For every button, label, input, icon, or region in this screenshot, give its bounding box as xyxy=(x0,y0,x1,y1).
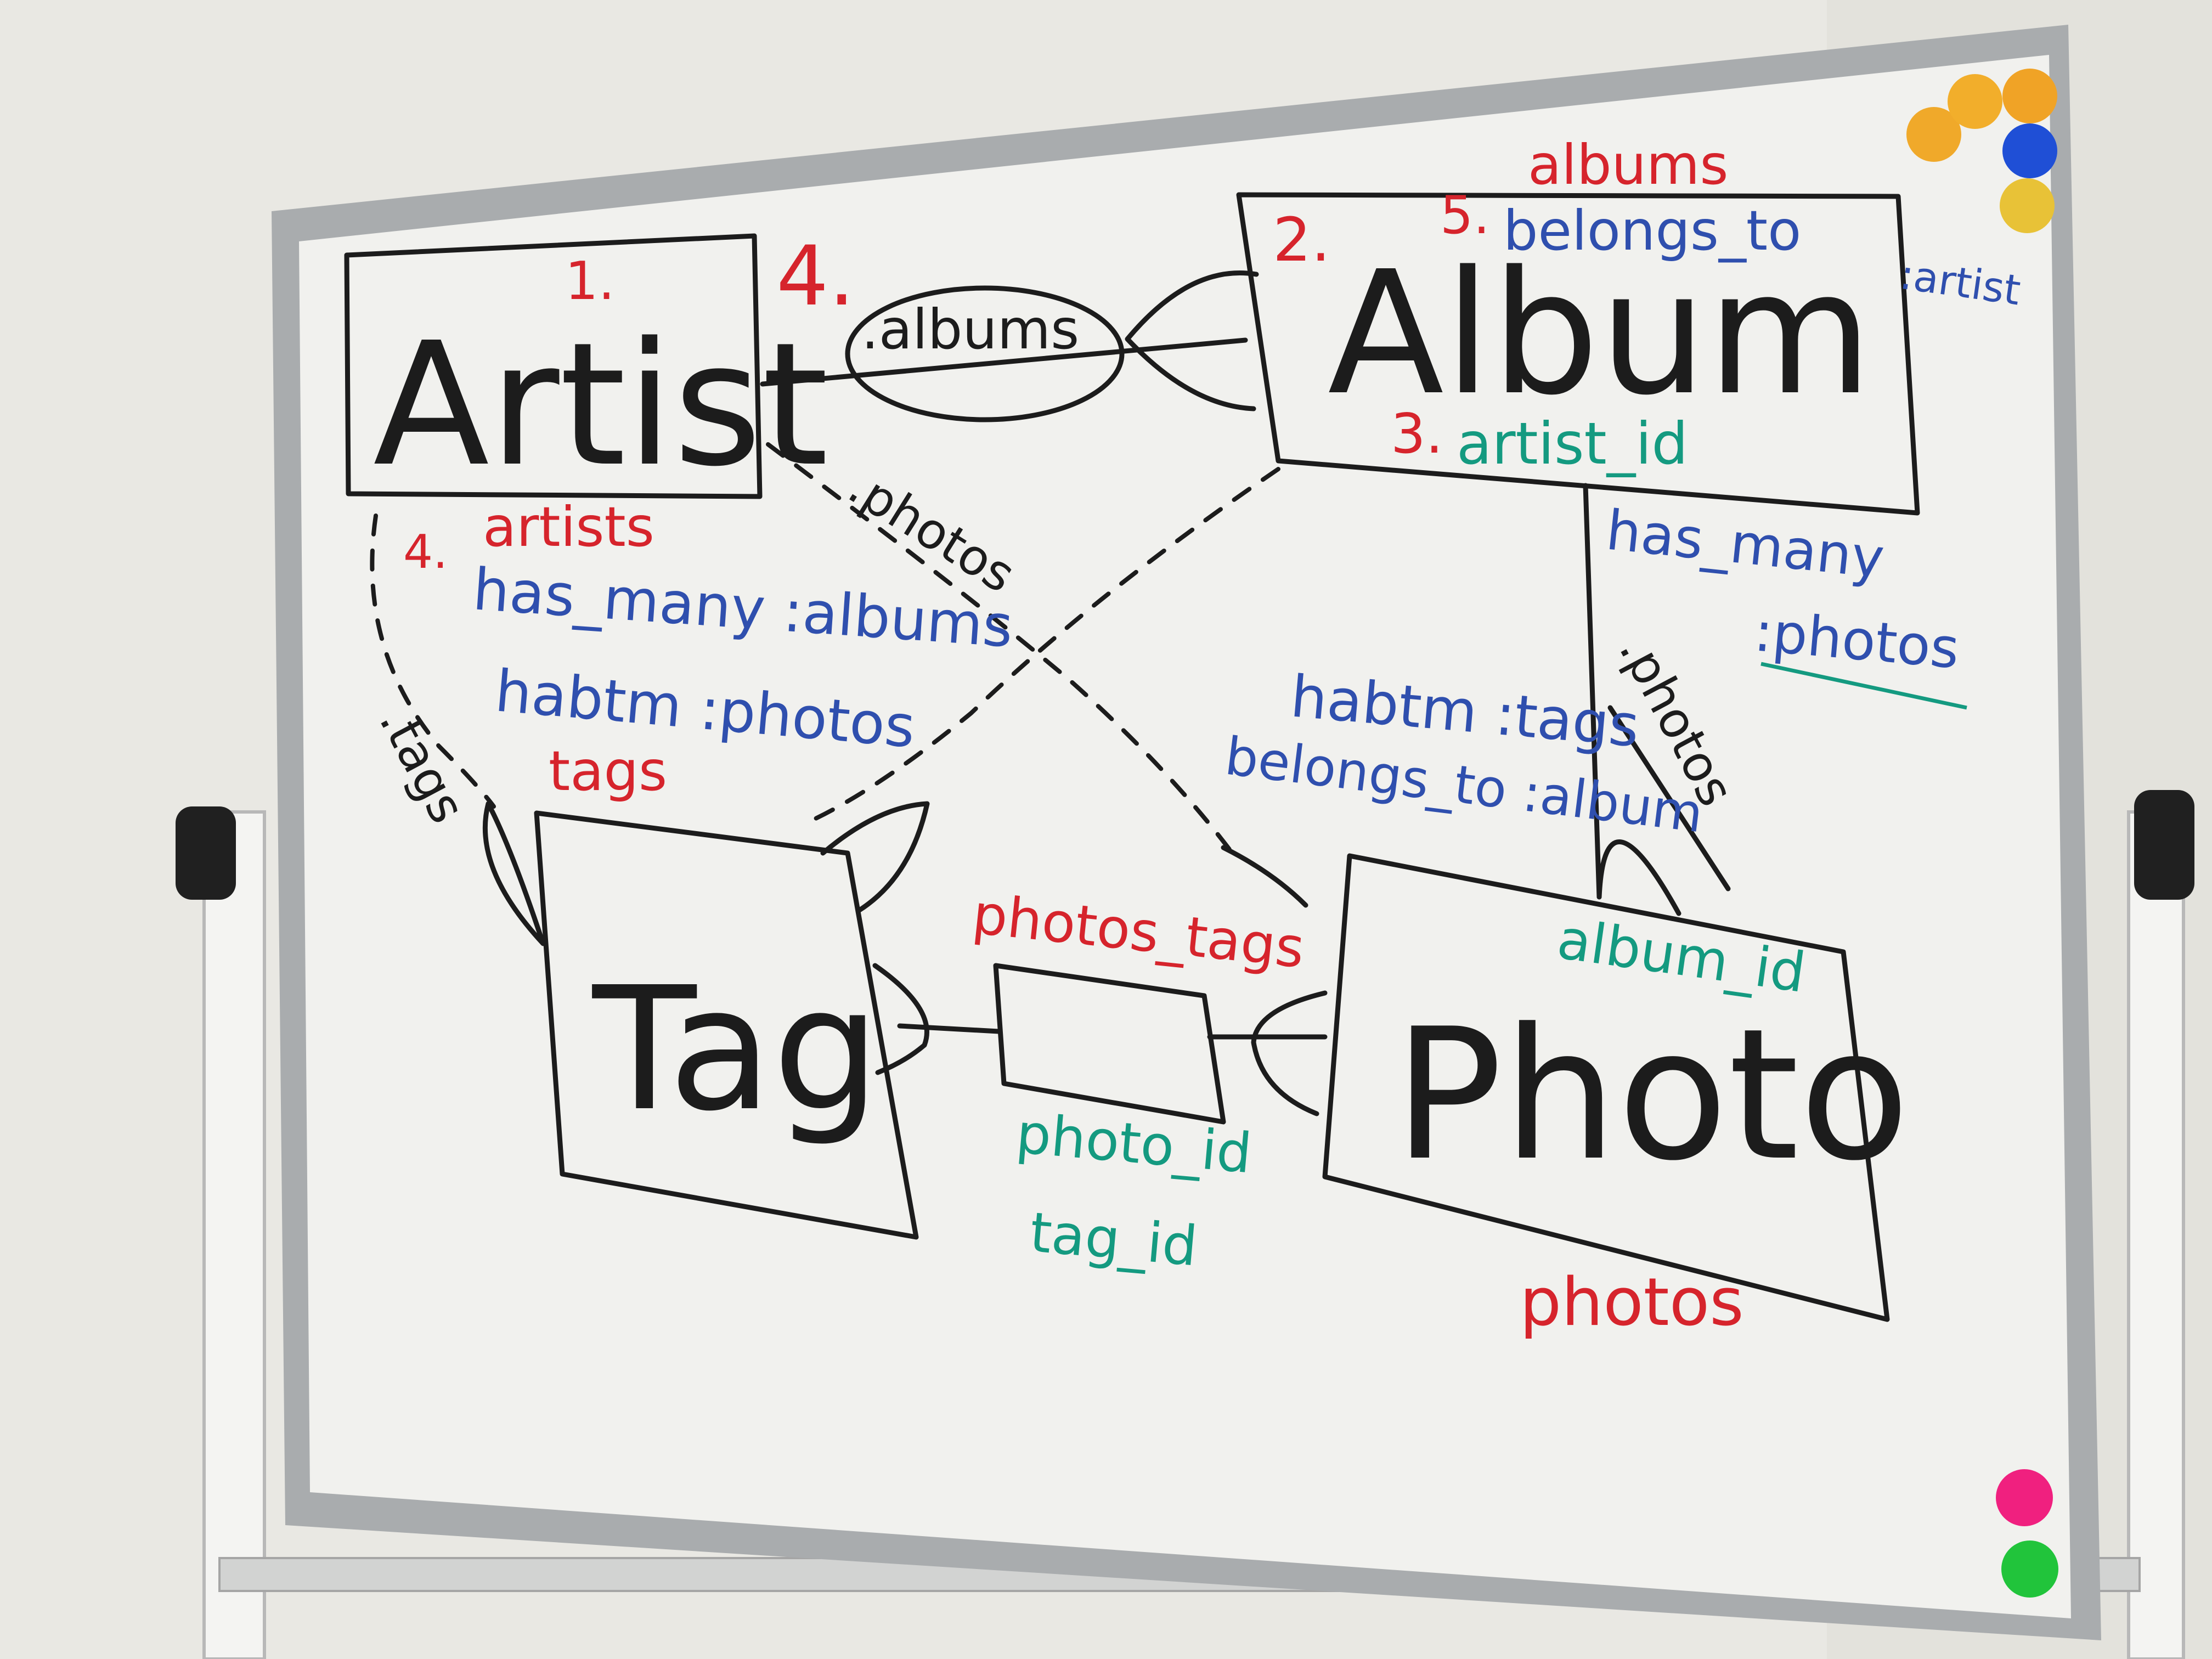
album-photo-tick xyxy=(1607,705,1731,891)
tag-box xyxy=(534,810,919,1240)
magnet-pink xyxy=(1996,1469,2053,1526)
artist-albums-step: 4. xyxy=(776,229,855,324)
tag-name: Tag xyxy=(590,951,881,1149)
photo-table-name: photos xyxy=(1520,1265,1744,1341)
album-tag-dashed-path xyxy=(804,467,1280,825)
photo-join-crowfoot xyxy=(1251,990,1328,1116)
easel-right-leg xyxy=(2127,810,2185,1659)
photo-name: Photo xyxy=(1393,990,1910,1200)
magnet-orange-1 xyxy=(1906,107,1961,162)
tag-left-crowfoot xyxy=(482,801,546,946)
album-has-many-underline xyxy=(1760,662,1967,710)
magnet-green xyxy=(2001,1541,2058,1598)
album-fk-label: artist_id xyxy=(1457,410,1688,477)
photo-left-crowfoot xyxy=(1221,845,1308,908)
magnet-yellow xyxy=(2000,178,2055,233)
easel-left-knob xyxy=(176,806,236,900)
album-photo-line xyxy=(1583,483,1602,900)
artist-step-number: 1. xyxy=(565,251,615,312)
tag-table-name: tags xyxy=(549,739,667,803)
albums-oval-label: .albums xyxy=(861,297,1079,362)
artist-photo-dashed-path xyxy=(766,442,1237,858)
easel-right-knob xyxy=(2134,790,2194,900)
album-table-name: albums xyxy=(1528,133,1728,197)
join-table-box xyxy=(993,963,1226,1125)
magnet-orange-3 xyxy=(2002,69,2057,123)
artist-name: Artist xyxy=(373,306,828,504)
albums-oval xyxy=(845,285,1125,422)
photo-crowfoot-top xyxy=(1596,839,1681,916)
magnet-blue xyxy=(2002,123,2057,178)
easel-left-leg xyxy=(202,810,266,1659)
photo-box xyxy=(1322,853,1890,1322)
artist-box xyxy=(344,233,763,499)
album-belongs-to-label: belongs_to xyxy=(1503,199,1801,263)
tag-crowfoot xyxy=(872,963,929,1075)
artist-tag-dashed-path xyxy=(370,514,496,809)
album-crowfoot xyxy=(1125,270,1259,411)
artist-table-name: artists xyxy=(483,495,654,559)
join-fk-tag-label: tag_id xyxy=(1028,1200,1200,1278)
tag-join-line xyxy=(897,1023,1001,1034)
magnet-orange-2 xyxy=(1948,74,2002,129)
album-step-number: 2. xyxy=(1273,205,1330,275)
album-belongs-step: 5. xyxy=(1440,185,1490,246)
artist-album-line xyxy=(760,337,1248,387)
artist-has-many-step: 4. xyxy=(403,525,448,579)
album-fk-step: 3. xyxy=(1391,402,1443,466)
album-name: Album xyxy=(1328,235,1872,433)
tag-top-crowfoot xyxy=(820,801,930,913)
board-surface xyxy=(299,55,2071,1618)
album-box xyxy=(1236,192,1920,516)
